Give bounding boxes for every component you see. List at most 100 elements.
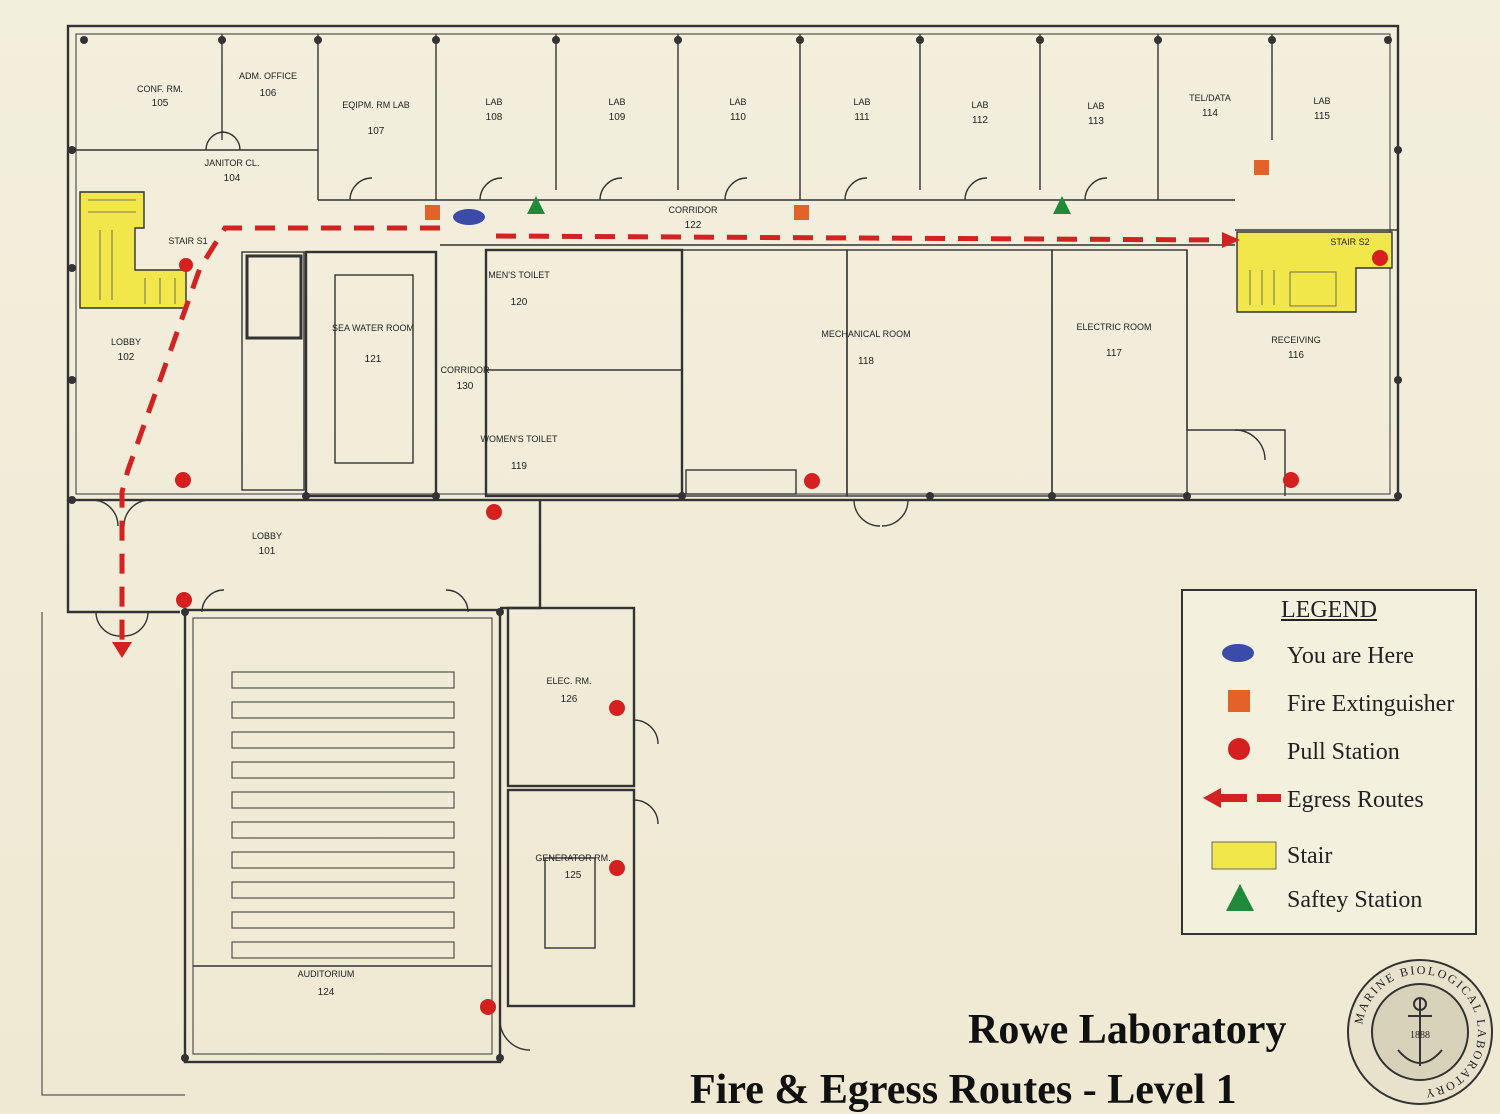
stair-s1 xyxy=(79,191,187,309)
room-number: 117 xyxy=(1106,348,1122,359)
room-name: ADM. OFFICE xyxy=(239,71,297,81)
stair-s2 xyxy=(1236,231,1393,313)
electric-room-wall xyxy=(1051,249,1188,497)
legend-label: Saftey Station xyxy=(1287,887,1423,913)
lobby-wall xyxy=(66,500,180,614)
room-name: CORRIDOR xyxy=(669,205,718,215)
seal-year: 1888 xyxy=(1410,1030,1430,1041)
legend-label: Fire Extinguisher xyxy=(1287,691,1455,717)
sea-water-room-wall xyxy=(304,250,438,498)
you-are-here-marker xyxy=(453,209,485,225)
door xyxy=(1084,177,1108,201)
legend-item-pull-station: Pull Station xyxy=(1183,733,1475,773)
door xyxy=(633,799,659,825)
egress-arrowhead-west xyxy=(112,642,132,658)
room-name: STAIR S1 xyxy=(168,236,207,246)
legend-label: Egress Routes xyxy=(1287,787,1424,813)
door xyxy=(91,499,119,527)
generator-room-wall xyxy=(506,788,636,1008)
pull-station-marker xyxy=(609,700,625,716)
room-number: 106 xyxy=(260,88,277,99)
outside-path xyxy=(41,612,185,1096)
room-number: 102 xyxy=(118,352,135,363)
room-number: 110 xyxy=(730,112,746,123)
pull-station-marker xyxy=(1283,472,1299,488)
sea-water-tank xyxy=(334,274,414,464)
auditorium-wall xyxy=(183,608,502,1064)
legend-item-egress-routes: Egress Routes xyxy=(1183,781,1475,821)
room-name: STAIR S2 xyxy=(1330,237,1369,247)
room-name: LAB xyxy=(1313,96,1330,106)
fire-extinguisher-marker xyxy=(1254,160,1269,175)
room-name: LAB xyxy=(853,97,870,107)
room-number: 124 xyxy=(318,987,335,998)
room-number: 112 xyxy=(972,115,988,126)
door xyxy=(844,177,868,201)
pull-station-marker xyxy=(804,473,820,489)
toilets-wall xyxy=(484,248,684,498)
room-labels: CONF. RM. 105 ADM. OFFICE 106 EQIPM. RM … xyxy=(111,71,1370,998)
fire-extinguisher-icon xyxy=(1228,690,1250,712)
room-number: 109 xyxy=(609,112,626,123)
elec-room-wall xyxy=(506,606,636,788)
structural-columns xyxy=(68,36,1402,1062)
room-name: CONF. RM. xyxy=(137,84,183,94)
room-name: LAB xyxy=(1087,101,1104,111)
room-name: LOBBY xyxy=(252,531,282,541)
door xyxy=(724,177,748,201)
door xyxy=(479,177,503,201)
door xyxy=(349,177,373,201)
door xyxy=(201,589,225,613)
room-name: RECEIVING xyxy=(1271,335,1321,345)
room-number: 116 xyxy=(1288,350,1304,361)
egress-arrowhead-east xyxy=(1222,232,1240,248)
pull-station-marker xyxy=(486,504,502,520)
room-number: 122 xyxy=(685,220,702,231)
pull-station-marker xyxy=(609,860,625,876)
door xyxy=(881,499,909,527)
door xyxy=(599,177,623,201)
safety-station-icon xyxy=(1226,884,1254,911)
legend-title: LEGEND xyxy=(1281,597,1377,623)
pull-station-marker xyxy=(480,999,496,1015)
auditorium-seating xyxy=(231,671,455,959)
room-name: GENERATOR RM. xyxy=(535,853,610,863)
room-number: 121 xyxy=(365,354,382,365)
stair-icon xyxy=(1211,841,1277,870)
sign-title: Rowe Laboratory xyxy=(968,1007,1287,1053)
room-number: 120 xyxy=(511,297,528,308)
safety-station-marker xyxy=(1053,196,1071,214)
pull-station-marker xyxy=(179,258,193,272)
room-number: 105 xyxy=(152,98,169,109)
door xyxy=(633,719,659,745)
legend-label: You are Here xyxy=(1287,643,1414,669)
room-number: 130 xyxy=(457,381,474,392)
egress-route-east xyxy=(495,233,1223,243)
room-number: 108 xyxy=(486,112,503,123)
room-name: SEA WATER ROOM xyxy=(332,323,414,333)
room-name: MEN'S TOILET xyxy=(488,270,550,280)
fire-extinguisher-marker xyxy=(425,205,440,220)
room-name: LAB xyxy=(971,100,988,110)
room-name: WOMEN'S TOILET xyxy=(481,434,558,444)
door xyxy=(123,611,149,637)
legend-item-fire-extinguisher: Fire Extinguisher xyxy=(1183,685,1475,725)
mechanical-wall-2 xyxy=(846,249,1053,497)
louver xyxy=(685,469,797,495)
egress-route-west xyxy=(119,225,440,645)
legend: LEGEND You are Here Fire Extinguisher Pu… xyxy=(1181,589,1477,935)
legend-item-you-are-here: You are Here xyxy=(1183,637,1475,677)
elevator-shaft xyxy=(241,251,305,491)
door xyxy=(1234,429,1266,461)
legend-item-safety-station: Saftey Station xyxy=(1183,881,1475,921)
room-name: JANITOR CL. xyxy=(205,158,260,168)
egress-routes xyxy=(112,225,1240,658)
pull-station-marker xyxy=(175,472,191,488)
safety-stations xyxy=(527,196,1071,214)
pull-station-icon xyxy=(1228,738,1250,760)
safety-station-marker xyxy=(527,196,545,214)
room-number: 125 xyxy=(565,870,582,881)
room-number: 126 xyxy=(561,694,578,705)
mechanical-wall xyxy=(681,249,848,497)
